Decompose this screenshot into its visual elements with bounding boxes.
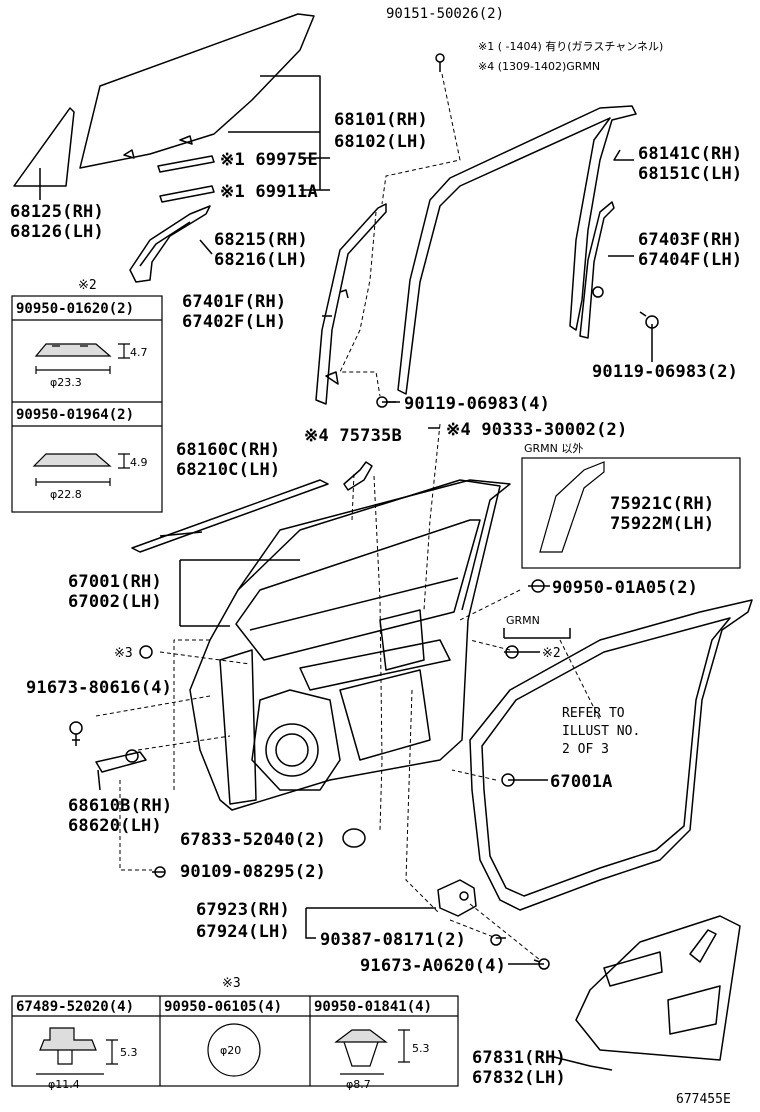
weatherstrip-67403f — [579, 201, 615, 339]
bolt-icon — [639, 311, 659, 329]
label-68101: 68101(RH) — [334, 110, 428, 130]
label-91673-80616: 91673-80616(4) — [26, 678, 173, 698]
box-bottom-part-2: 90950-06105(4) — [164, 999, 283, 1015]
box-bottom-part-1-height: 5.3 — [120, 1046, 138, 1059]
label-68160c: 68160C(RH) — [176, 440, 281, 460]
label-note3: ※3 — [114, 646, 133, 661]
spec-box-bottom — [11, 995, 459, 1087]
garnish-75735b — [343, 461, 373, 491]
label-90119-2: 90119-06983(2) — [592, 362, 739, 382]
label-grmn-exclusion: GRMN 以外 — [524, 442, 584, 455]
door-panel — [189, 479, 501, 811]
box-bottom-part-3: 90950-01841(4) — [314, 999, 433, 1015]
bolt-icon — [152, 866, 166, 878]
label-69975e: ※1 69975E — [220, 150, 318, 170]
clip-icon — [139, 645, 153, 659]
label-grmn: GRMN — [506, 614, 540, 627]
box-left-note: ※2 — [78, 278, 97, 293]
box-bottom-part-3-diameter: φ8.7 — [346, 1078, 371, 1091]
box-bottom-part-3-height: 5.3 — [412, 1042, 430, 1055]
label-note2: ※2 — [542, 646, 561, 661]
box-left-part-2-height: 4.9 — [130, 456, 148, 469]
label-67403f: 67403F(RH) — [638, 230, 743, 250]
strip-69975e — [157, 155, 215, 173]
label-90387: 90387-08171(2) — [320, 930, 467, 950]
box-left-part-1-height: 4.7 — [130, 346, 148, 359]
screw-icon — [69, 721, 83, 746]
label-90109: 90109-08295(2) — [180, 862, 327, 882]
door-weatherstrip — [469, 599, 753, 911]
label-69911a: ※1 69911A — [220, 182, 318, 202]
label-67404f: 67404F(LH) — [638, 250, 743, 270]
label-68125: 68125(RH) — [10, 202, 104, 222]
label-68141c: 68141C(RH) — [638, 144, 743, 164]
door-check — [95, 749, 147, 791]
label-67002: 67002(LH) — [68, 592, 162, 612]
label-68151c: 68151C(LH) — [638, 164, 743, 184]
label-68620: 68620(LH) — [68, 816, 162, 836]
label-68210c: 68210C(LH) — [176, 460, 281, 480]
label-68216: 68216(LH) — [214, 250, 308, 270]
pad-75921c — [539, 461, 605, 553]
box-bottom-note: ※3 — [222, 976, 241, 991]
door-trim — [575, 915, 741, 1061]
note-4: ※4 (1309-1402)GRMN — [478, 60, 601, 73]
box-left-part-1-diameter: φ23.3 — [50, 376, 82, 389]
division-bar — [129, 205, 211, 283]
label-67001: 67001(RH) — [68, 572, 162, 592]
refer-line-1: REFER TO — [562, 706, 625, 721]
speaker-hole — [265, 723, 319, 777]
box-bottom-part-2-diameter: φ20 — [220, 1044, 242, 1057]
label-75922m: 75922M(LH) — [610, 514, 715, 534]
label-67001a: 67001A — [550, 772, 613, 792]
label-90950-01a05: 90950-01A05(2) — [552, 578, 699, 598]
grmn-exclusion-box — [521, 457, 741, 569]
refer-line-3: 2 OF 3 — [562, 742, 609, 757]
label-68215: 68215(RH) — [214, 230, 308, 250]
illustration-code: 677455E — [676, 1092, 731, 1107]
strip-69911a — [159, 185, 215, 203]
label-91673-a0620: 91673-A0620(4) — [360, 956, 507, 976]
label-67832: 67832(LH) — [472, 1068, 566, 1088]
label-68610b: 68610B(RH) — [68, 796, 173, 816]
label-68102: 68102(LH) — [334, 132, 428, 152]
label-67833: 67833-52040(2) — [180, 830, 327, 850]
label-67401f: 67401F(RH) — [182, 292, 287, 312]
note-1: ※1 ( -1404) 有り(ガラスチャンネル) — [478, 40, 664, 53]
box-left-part-1: 90950-01620(2) — [16, 301, 135, 317]
bolt-icon — [435, 53, 445, 72]
box-left-part-2: 90950-01964(2) — [16, 407, 135, 423]
label-67923: 67923(RH) — [196, 900, 290, 920]
run-channel — [397, 105, 637, 395]
label-75735b: ※4 75735B — [304, 426, 402, 446]
label-90119-4: 90119-06983(4) — [404, 394, 551, 414]
label-67924: 67924(LH) — [196, 922, 290, 942]
label-68126: 68126(LH) — [10, 222, 104, 242]
box-left-part-2-diameter: φ22.8 — [50, 488, 82, 501]
refer-line-2: ILLUST NO. — [562, 724, 641, 739]
label-75921c: 75921C(RH) — [610, 494, 715, 514]
service-cover — [437, 879, 477, 917]
label-67831: 67831(RH) — [472, 1048, 566, 1068]
belt-moulding — [131, 479, 329, 553]
label-67402f: 67402F(LH) — [182, 312, 287, 332]
box-bottom-part-1-diameter: φ11.4 — [48, 1078, 80, 1091]
part-number-90151: 90151-50026(2) — [386, 6, 505, 22]
hole-plug — [342, 828, 366, 848]
spec-box-left — [11, 295, 163, 513]
label-90333: ※4 90333-30002(2) — [446, 420, 628, 440]
box-bottom-part-1: 67489-52020(4) — [16, 999, 135, 1015]
quarter-glass — [13, 107, 75, 187]
door-glass — [79, 13, 315, 169]
weatherstrip-67401f — [315, 203, 387, 405]
